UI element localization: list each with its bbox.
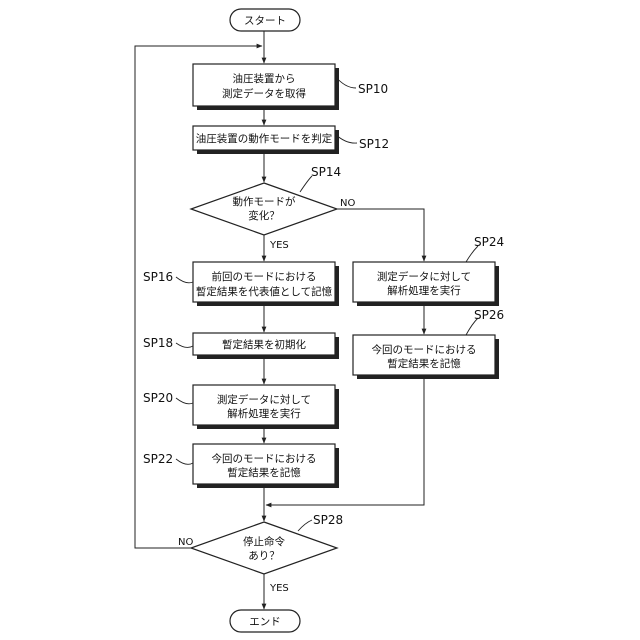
sp14-no-label: NO xyxy=(340,198,355,209)
sp22-leader-line xyxy=(176,459,193,464)
step-sp12-line1: 油圧装置の動作モードを判定 xyxy=(196,132,333,145)
step-sp24-line1: 測定データに対して xyxy=(377,270,471,283)
connector-sp14-no-sp24 xyxy=(337,209,424,261)
sp28-leader-line xyxy=(298,520,312,531)
step-sp26-line1: 今回のモードにおける xyxy=(372,343,477,356)
step-sp10-line2: 測定データを取得 xyxy=(222,87,306,100)
step-sp20-line2: 解析処理を実行 xyxy=(227,407,301,420)
step-sp14-label: SP14 xyxy=(311,165,341,179)
decision-sp14-line2: 変化？ xyxy=(248,209,280,222)
step-sp20-line1: 測定データに対して xyxy=(217,393,311,406)
start-label: スタート xyxy=(244,15,286,27)
step-sp22-label: SP22 xyxy=(143,452,173,466)
step-sp10-line1: 油圧装置から xyxy=(233,72,296,85)
step-sp26-line2: 暫定結果を記憶 xyxy=(387,357,461,370)
decision-sp28-line1: 停止命令 xyxy=(243,535,285,548)
step-sp20-label: SP20 xyxy=(143,391,173,405)
step-sp16-box: 前回のモードにおける 暫定結果を代表値として記憶 xyxy=(193,262,339,306)
step-sp10-box: 油圧装置から 測定データを取得 xyxy=(193,64,339,110)
step-sp16-line2: 暫定結果を代表値として記憶 xyxy=(196,285,333,298)
sp18-leader-line xyxy=(176,343,193,347)
step-sp12-label: SP12 xyxy=(359,137,389,151)
step-sp16-label: SP16 xyxy=(143,270,173,284)
sp28-no-label: NO xyxy=(178,537,193,548)
step-sp22-box: 今回のモードにおける 暫定結果を記憶 xyxy=(193,444,339,488)
step-sp22-line2: 暫定結果を記憶 xyxy=(227,466,301,479)
step-sp10-label: SP10 xyxy=(358,82,388,96)
decision-sp14-line1: 動作モードが xyxy=(233,195,296,208)
step-sp26-box: 今回のモードにおける 暫定結果を記憶 xyxy=(353,335,499,379)
step-sp24-label: SP24 xyxy=(474,235,504,249)
sp14-yes-label: YES xyxy=(269,240,289,251)
decision-sp28: 停止命令 あり？ xyxy=(191,522,337,574)
sp16-leader-line xyxy=(176,277,193,283)
step-sp20-box: 測定データに対して 解析処理を実行 xyxy=(193,385,339,429)
step-sp18-box: 暫定結果を初期化 xyxy=(193,333,339,359)
start-terminal: スタート xyxy=(230,9,300,31)
sp20-leader-line xyxy=(176,398,193,404)
sp28-yes-label: YES xyxy=(269,583,289,594)
step-sp12-box: 油圧装置の動作モードを判定 xyxy=(193,126,339,154)
decision-sp28-line2: あり？ xyxy=(248,550,280,562)
step-sp26-label: SP26 xyxy=(474,308,504,322)
end-label: エンド xyxy=(249,616,281,628)
step-sp16-line1: 前回のモードにおける xyxy=(212,270,317,283)
step-sp28-label: SP28 xyxy=(313,513,343,527)
step-sp24-box: 測定データに対して 解析処理を実行 xyxy=(353,262,499,306)
decision-sp14: 動作モードが 変化？ xyxy=(191,183,337,235)
step-sp18-label: SP18 xyxy=(143,336,173,350)
step-sp24-line2: 解析処理を実行 xyxy=(387,284,461,297)
end-terminal: エンド xyxy=(230,610,300,632)
step-sp18-line1: 暫定結果を初期化 xyxy=(222,338,306,351)
step-sp22-line1: 今回のモードにおける xyxy=(212,452,317,465)
